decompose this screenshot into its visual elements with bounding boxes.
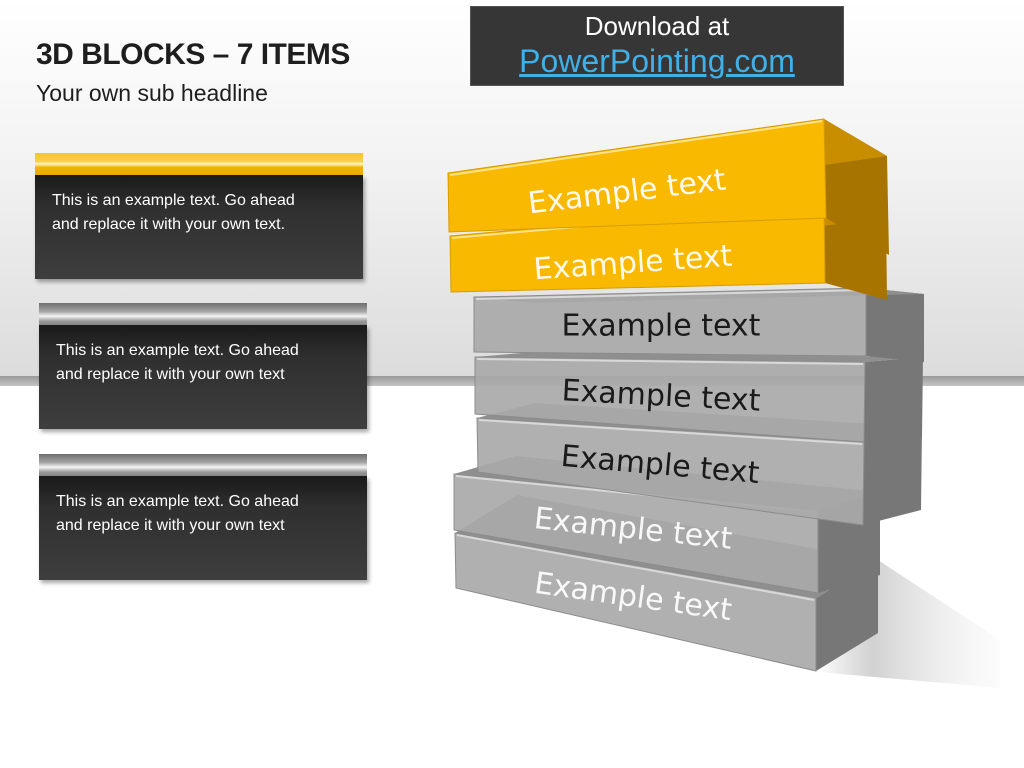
card-text-line: and replace it with your own text xyxy=(56,366,285,383)
card-body: This is an example text. Go ahead and re… xyxy=(39,325,367,429)
block-highlight-edge xyxy=(449,120,823,176)
download-link[interactable]: PowerPointing.com xyxy=(519,43,795,79)
card-text-line: This is an example text. Go ahead xyxy=(52,192,295,209)
block-side-face xyxy=(866,288,924,362)
block-highlight-edge xyxy=(476,358,864,365)
block-front-face xyxy=(447,118,827,233)
stack-block-4: Example text xyxy=(474,352,923,443)
card-accent-stripe xyxy=(39,303,367,327)
text-card-1: This is an example text. Go ahead and re… xyxy=(35,153,363,279)
download-label: Download at xyxy=(584,11,730,41)
card-text-line: This is an example text. Go ahead xyxy=(56,342,299,359)
card-body: This is an example text. Go ahead and re… xyxy=(35,175,363,279)
block-front-face xyxy=(454,532,817,672)
card-body: This is an example text. Go ahead and re… xyxy=(39,476,367,580)
block-front-face xyxy=(474,356,866,443)
slide-title: 3D BLOCKS – 7 ITEMS xyxy=(36,38,350,71)
block-front-face xyxy=(473,287,867,357)
text-card-2: This is an example text. Go ahead and re… xyxy=(39,303,367,429)
block-front-face xyxy=(476,417,865,526)
card-text-line: This is an example text. Go ahead xyxy=(56,493,299,510)
card-accent-stripe xyxy=(39,454,367,478)
block-highlight-edge xyxy=(478,419,863,445)
text-card-3: This is an example text. Go ahead and re… xyxy=(39,454,367,580)
download-banner[interactable]: Download at PowerPointing.com xyxy=(470,6,844,86)
block-side-face xyxy=(864,357,923,442)
card-text-line: and replace it with your own text. xyxy=(52,216,286,233)
block-label: Example text xyxy=(562,309,761,344)
block-side-face xyxy=(816,560,878,671)
card-accent-stripe xyxy=(35,153,363,177)
block-highlight-edge xyxy=(456,534,815,601)
block-highlight-edge xyxy=(475,289,865,300)
card-text-line: and replace it with your own text xyxy=(56,517,285,534)
slide-subtitle: Your own sub headline xyxy=(36,80,268,106)
stack-block-3: Example text xyxy=(473,287,924,362)
block-top-face xyxy=(475,352,923,362)
block-side-face xyxy=(863,427,922,525)
stack-block-2: Example text xyxy=(449,202,887,300)
stack-block-1: Example text xyxy=(447,118,889,255)
